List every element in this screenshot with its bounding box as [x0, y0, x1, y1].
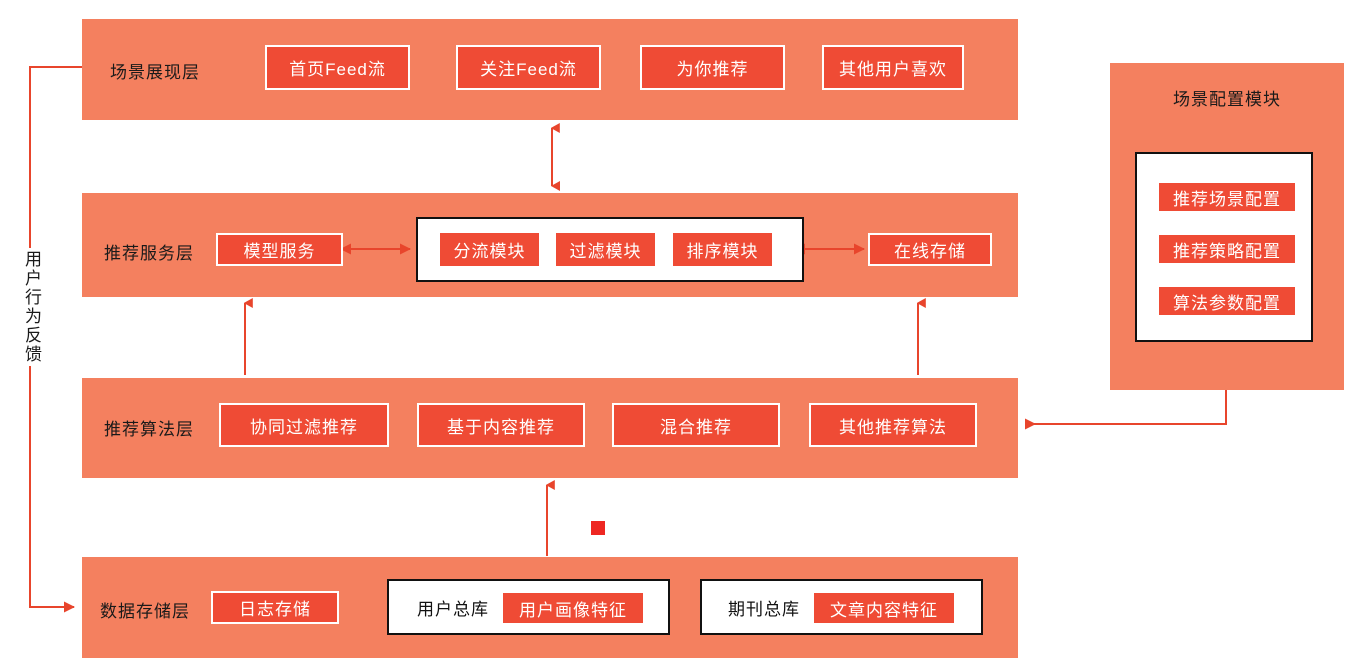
node-other-users-like[interactable]: 其他用户喜欢: [822, 45, 964, 90]
layer-label-recommend-algorithm: 推荐算法层: [104, 420, 194, 439]
node-follow-feed[interactable]: 关注Feed流: [456, 45, 601, 90]
chip-article-content-features[interactable]: 文章内容特征: [814, 593, 954, 623]
layer-label-recommend-service: 推荐服务层: [104, 244, 194, 263]
node-hybrid-recommend[interactable]: 混合推荐: [612, 403, 780, 447]
node-log-storage[interactable]: 日志存储: [211, 591, 339, 624]
layer-label-data-storage: 数据存储层: [100, 602, 190, 621]
chip-ranking-module[interactable]: 排序模块: [673, 233, 772, 266]
red-square-marker: [591, 521, 605, 535]
config-item-scene[interactable]: 推荐场景配置: [1159, 183, 1295, 211]
node-model-service[interactable]: 模型服务: [216, 233, 343, 266]
node-for-you[interactable]: 为你推荐: [640, 45, 785, 90]
chip-user-profile-features[interactable]: 用户画像特征: [503, 593, 643, 623]
layer-label-scene-presentation: 场景展现层: [110, 63, 200, 82]
node-other-algorithms[interactable]: 其他推荐算法: [809, 403, 977, 447]
node-online-storage[interactable]: 在线存储: [868, 233, 992, 266]
node-collaborative-filtering[interactable]: 协同过滤推荐: [219, 403, 389, 447]
config-item-strategy[interactable]: 推荐策略配置: [1159, 235, 1295, 263]
node-content-based[interactable]: 基于内容推荐: [417, 403, 585, 447]
user-master-db-title: 用户总库: [417, 599, 489, 619]
chip-filter-module[interactable]: 过滤模块: [556, 233, 655, 266]
config-item-algorithm-params[interactable]: 算法参数配置: [1159, 287, 1295, 315]
user-feedback-caption: 用户行为反馈: [18, 248, 44, 366]
journal-master-db-title: 期刊总库: [728, 599, 800, 619]
chip-traffic-split-module[interactable]: 分流模块: [440, 233, 539, 266]
node-home-feed[interactable]: 首页Feed流: [265, 45, 410, 90]
arrow-config-algorithm: [1025, 390, 1227, 430]
config-panel-title: 场景配置模块: [1173, 90, 1281, 109]
